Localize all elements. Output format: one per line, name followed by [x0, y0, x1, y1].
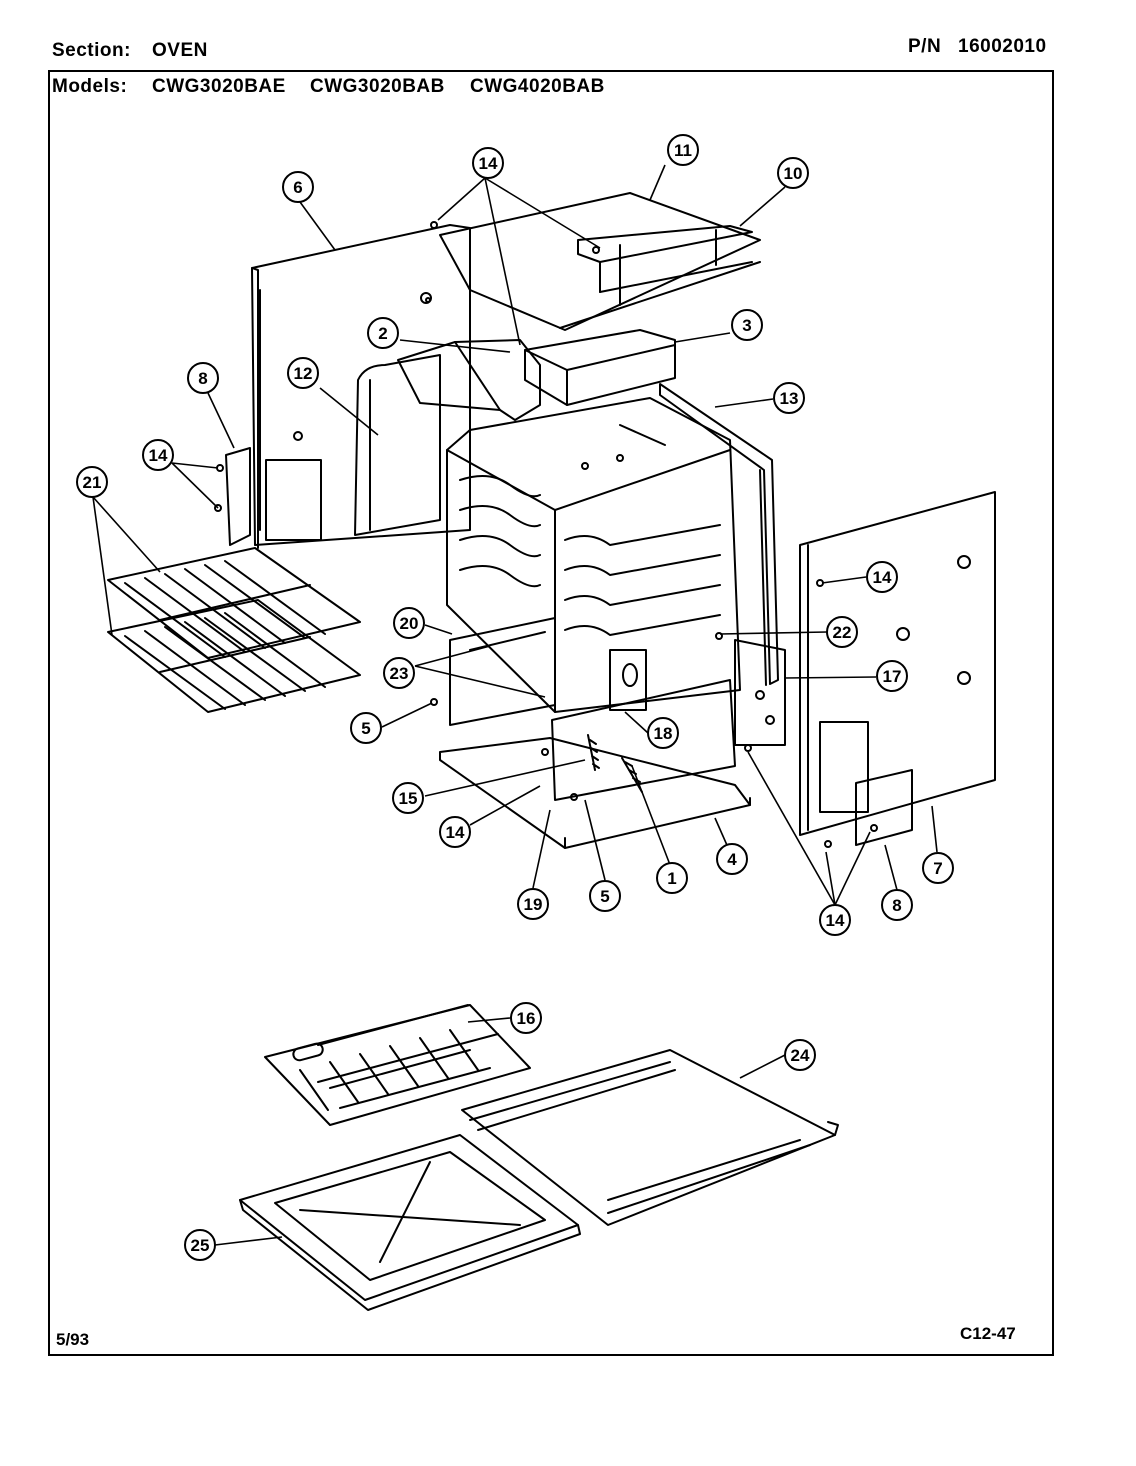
- part-broiler-rack: [461, 1049, 839, 1226]
- svg-text:16: 16: [517, 1009, 536, 1028]
- callout-3: 3: [731, 309, 763, 341]
- part-rear-panel: [251, 224, 471, 549]
- svg-text:17: 17: [883, 667, 902, 686]
- diagram-frame: [48, 70, 1054, 1356]
- callout-19: 20: [393, 607, 425, 639]
- part-baffle: [397, 339, 541, 421]
- callout-24: 24: [784, 1039, 816, 1071]
- callout-8-right: 8: [881, 889, 913, 921]
- callout-14-bottom: 14: [439, 816, 471, 848]
- part-broiler-grid: [264, 1004, 531, 1126]
- callout-14-top: 14: [472, 147, 504, 179]
- svg-text:13: 13: [780, 389, 799, 408]
- section-label: Section:: [52, 40, 131, 61]
- part-top-bracket: [577, 225, 753, 306]
- svg-text:22: 22: [833, 623, 852, 642]
- part-side-panel: [799, 491, 996, 836]
- svg-text:25: 25: [191, 1236, 210, 1255]
- svg-text:24: 24: [791, 1046, 810, 1065]
- part-cover-plate-left: [225, 447, 251, 546]
- svg-text:19: 19: [524, 895, 543, 914]
- svg-text:23: 23: [390, 664, 409, 683]
- model-1: CWG3020BAE: [152, 76, 286, 97]
- part-cover-plate-right: [855, 769, 913, 846]
- callout-7: 7: [922, 852, 954, 884]
- callouts: 14 11 10 6 2 3 12 8 13 14 21 14 20 22 23…: [76, 134, 954, 1261]
- part-liner-wrap: [354, 354, 441, 536]
- svg-text:8: 8: [892, 896, 901, 915]
- part-fasteners: [214, 221, 878, 848]
- callout-10: 10: [777, 157, 809, 189]
- svg-text:18: 18: [654, 724, 673, 743]
- svg-text:2: 2: [378, 324, 387, 343]
- model-2: CWG3020BAB: [310, 76, 445, 97]
- svg-text:14: 14: [479, 154, 498, 173]
- svg-text:15: 15: [399, 789, 418, 808]
- part-housing: [524, 329, 676, 406]
- callout-25: 25: [184, 1229, 216, 1261]
- callout-15: 15: [392, 782, 424, 814]
- callout-22: 22: [826, 616, 858, 648]
- part-rail-left: [449, 617, 556, 726]
- callout-13: 13: [773, 382, 805, 414]
- part-burner-plate: [734, 639, 786, 746]
- svg-text:7: 7: [933, 859, 942, 878]
- svg-text:10: 10: [784, 164, 803, 183]
- callout-11: 11: [667, 134, 699, 166]
- part-oven-racks: [107, 547, 361, 713]
- callout-17: 17: [876, 660, 908, 692]
- callout-6: 6: [282, 171, 314, 203]
- svg-text:5: 5: [600, 887, 609, 906]
- callout-18: 18: [647, 717, 679, 749]
- svg-text:6: 6: [293, 178, 302, 197]
- callout-5-left: 5: [350, 712, 382, 744]
- pn-label: P/N: [908, 36, 942, 57]
- callout-20: 19: [517, 888, 549, 920]
- callout-23: 23: [383, 657, 415, 689]
- models-label: Models:: [52, 76, 128, 97]
- footer-page-code: C12-47: [960, 1324, 1016, 1343]
- callout-5-bottom: 5: [589, 880, 621, 912]
- callout-4: 4: [716, 843, 748, 875]
- callout-21: 21: [76, 466, 108, 498]
- callout-14-left: 14: [142, 439, 174, 471]
- leader-lines: [92, 164, 938, 1246]
- svg-text:4: 4: [727, 850, 737, 869]
- part-oven-cavity: [446, 397, 741, 713]
- svg-text:14: 14: [826, 911, 845, 930]
- svg-text:14: 14: [873, 568, 892, 587]
- part-burner-tray: [439, 737, 751, 849]
- pn-value: 16002010: [958, 36, 1047, 57]
- callout-1: 1: [656, 862, 688, 894]
- callout-12: 12: [287, 357, 319, 389]
- model-3: CWG4020BAB: [470, 76, 605, 97]
- callout-14-group: 14: [819, 904, 851, 936]
- svg-text:5: 5: [361, 719, 370, 738]
- part-side-frame: [659, 383, 779, 686]
- svg-text:1: 1: [667, 869, 676, 888]
- svg-text:11: 11: [674, 141, 692, 160]
- svg-text:8: 8: [198, 369, 207, 388]
- part-broiler-pan: [239, 1134, 581, 1311]
- footer-date: 5/93: [56, 1330, 90, 1349]
- callout-2: 2: [367, 317, 399, 349]
- callout-14-right: 14: [866, 561, 898, 593]
- callout-16: 16: [510, 1002, 542, 1034]
- part-hinge-mount: [551, 649, 736, 801]
- svg-text:21: 21: [83, 473, 102, 492]
- svg-text:20: 20: [400, 614, 419, 633]
- section-value: OVEN: [152, 40, 208, 61]
- svg-text:12: 12: [294, 364, 313, 383]
- svg-text:3: 3: [742, 316, 751, 335]
- callout-8-left: 8: [187, 362, 219, 394]
- part-top-panel: [425, 192, 761, 331]
- svg-text:14: 14: [149, 446, 168, 465]
- svg-text:14: 14: [446, 823, 465, 842]
